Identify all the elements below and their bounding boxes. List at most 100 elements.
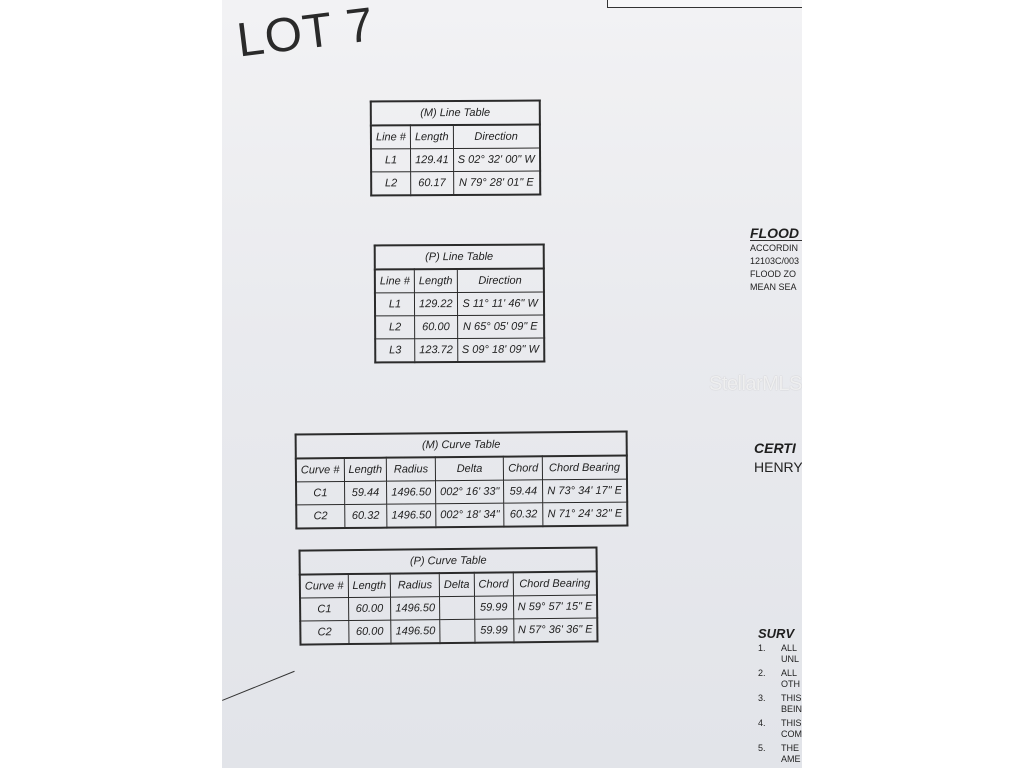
table-cell: L1 bbox=[371, 148, 411, 172]
flood-heading-underline bbox=[750, 240, 802, 241]
table-cell: N 59° 57' 15" E bbox=[513, 594, 598, 619]
table-cell: 60.32 bbox=[344, 504, 388, 529]
table-cell: 002° 16' 33" bbox=[435, 480, 505, 504]
table-cell bbox=[439, 596, 475, 620]
table-cell: N 65° 05' 09" E bbox=[457, 315, 544, 339]
column-header: Radius bbox=[390, 573, 440, 598]
survey-note-line: AME bbox=[781, 754, 801, 764]
column-header: Line # bbox=[370, 125, 411, 149]
table-cell: 1496.50 bbox=[390, 619, 440, 644]
column-header: Length bbox=[410, 125, 454, 149]
flood-line: MEAN SEA bbox=[750, 282, 797, 292]
table-cell: 59.44 bbox=[503, 479, 543, 504]
column-header: Radius bbox=[386, 457, 436, 482]
table-cell: 60.17 bbox=[410, 171, 454, 196]
pen-mark bbox=[222, 670, 295, 701]
table-cell: 60.00 bbox=[348, 620, 392, 645]
table-cell: L2 bbox=[375, 315, 415, 339]
lot-title: LOT 7 bbox=[234, 0, 378, 68]
column-header: Length bbox=[347, 573, 391, 598]
survey-note-line: COM bbox=[781, 729, 802, 739]
table-cell: 59.99 bbox=[474, 618, 514, 643]
column-header: Curve # bbox=[295, 458, 345, 482]
table-cell: S 11° 11' 46" W bbox=[457, 292, 544, 316]
table-cell: N 57° 36' 36" E bbox=[513, 617, 598, 643]
flood-line: ACCORDIN bbox=[750, 243, 799, 253]
table-cell: N 79° 28' 01" E bbox=[453, 171, 540, 196]
table-title: (M) Curve Table bbox=[294, 430, 628, 458]
table-cell: L1 bbox=[374, 292, 415, 316]
flood-line: 12103C/003 bbox=[750, 256, 800, 266]
parcel-id-box: Parcel ID Number: 17/27/16/31356/003/005… bbox=[607, 0, 802, 8]
column-header: Length bbox=[343, 457, 387, 482]
column-header: Delta bbox=[439, 572, 475, 597]
survey-note-line: OTH bbox=[781, 679, 800, 689]
table-cell: 60.00 bbox=[414, 315, 458, 339]
column-header: Chord Bearing bbox=[512, 571, 598, 596]
table-cell: 59.44 bbox=[344, 481, 387, 505]
column-header: Line # bbox=[374, 269, 415, 293]
survey-note-number: 5. bbox=[758, 743, 766, 753]
column-header: Direction bbox=[453, 124, 540, 149]
stellar-mls-watermark: StellarMLS bbox=[709, 373, 802, 395]
table-cell: C1 bbox=[300, 597, 349, 622]
survey-note-number: 3. bbox=[758, 693, 766, 703]
table-title: (M) Line Table bbox=[369, 99, 541, 125]
flood-line: FLOOD ZO bbox=[750, 269, 797, 279]
table-cell: C2 bbox=[300, 620, 349, 645]
table-cell: L3 bbox=[375, 338, 415, 363]
column-header: Delta bbox=[435, 456, 504, 481]
table-cell: 1496.50 bbox=[386, 480, 436, 505]
table-cell: 60.00 bbox=[348, 597, 391, 621]
table-cell: N 71° 24' 32" E bbox=[542, 502, 628, 527]
table-cell: C2 bbox=[296, 504, 345, 529]
survey-note-line: THE bbox=[781, 743, 799, 753]
table-cell: 129.22 bbox=[414, 292, 458, 316]
survey-note-line: THIS bbox=[781, 693, 802, 703]
certification-heading: CERTI bbox=[754, 440, 796, 456]
table-title: (P) Line Table bbox=[373, 243, 545, 269]
table-cell: 59.99 bbox=[474, 595, 514, 620]
column-header: Chord bbox=[473, 572, 514, 597]
survey-note-line: BEIN bbox=[781, 704, 802, 714]
survey-note-line: UNL bbox=[781, 654, 800, 664]
column-header: Chord Bearing bbox=[542, 455, 627, 480]
table-title: (P) Curve Table bbox=[298, 546, 598, 574]
table-cell bbox=[439, 619, 475, 644]
survey-note-line: ALL bbox=[781, 643, 798, 653]
table-cell: L2 bbox=[371, 171, 411, 196]
survey-document-photo: Parcel ID Number: 17/27/16/31356/003/005… bbox=[222, 0, 802, 768]
table-cell: 123.72 bbox=[414, 338, 458, 363]
column-header: Direction bbox=[456, 268, 544, 293]
survey-note-number: 4. bbox=[758, 718, 766, 728]
table-cell: 1496.50 bbox=[390, 596, 440, 621]
table-cell: S 02° 32' 00" W bbox=[453, 148, 540, 172]
table-cell: 129.41 bbox=[410, 148, 454, 172]
table-cell: 60.32 bbox=[504, 502, 544, 527]
survey-note-number: 2. bbox=[758, 668, 766, 678]
table-cell: 002° 18' 34" bbox=[435, 503, 505, 528]
table-cell: N 73° 34' 17" E bbox=[542, 479, 628, 503]
certifier-name: HENRY bbox=[754, 459, 802, 475]
table-cell: 1496.50 bbox=[386, 503, 436, 528]
table-cell: S 09° 18' 09" W bbox=[457, 338, 545, 363]
column-header: Chord bbox=[503, 456, 543, 481]
flood-heading: FLOOD bbox=[750, 225, 799, 241]
